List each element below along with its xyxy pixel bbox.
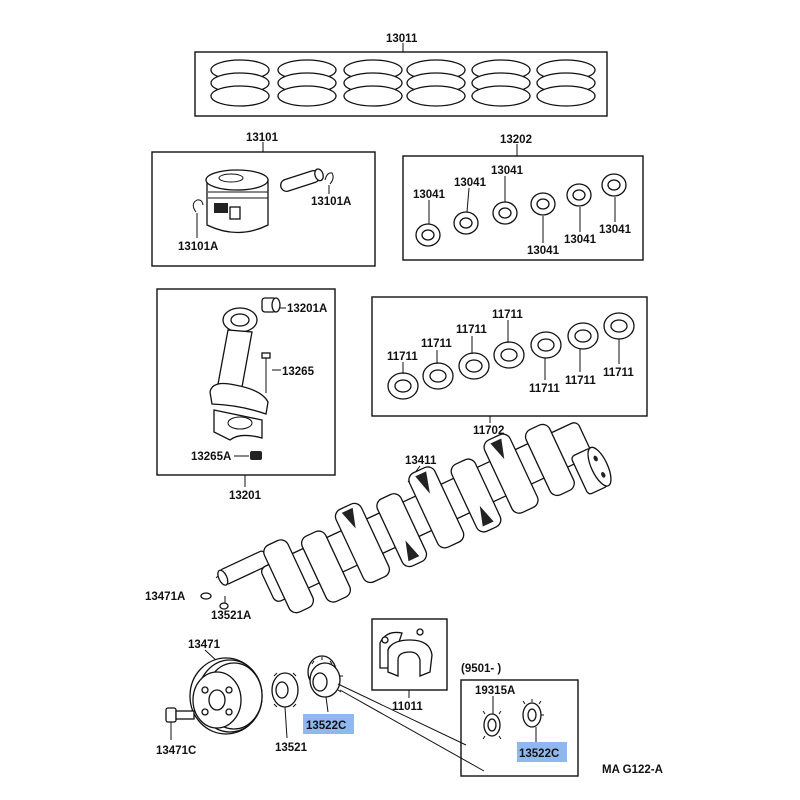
rod-cap <box>213 409 263 441</box>
timing-gear <box>271 672 299 739</box>
piston-body <box>206 179 269 234</box>
label-13202: 13202 <box>500 134 532 146</box>
bearing-13041-4 <box>530 192 556 216</box>
ring-group-4 <box>406 59 466 107</box>
label-11711-f: 11711 <box>565 375 596 387</box>
main-bearing-2 <box>422 362 454 390</box>
label-13521a: 13521A <box>211 610 251 622</box>
main-bearing-5 <box>530 331 562 359</box>
piston-crown <box>205 169 269 191</box>
highlight-13522c-main <box>303 714 354 734</box>
label-date-range: (9501- ) <box>461 663 501 675</box>
bearing-13041-3 <box>492 201 518 225</box>
gear-key <box>219 602 229 610</box>
main-bearing-4 <box>493 341 525 369</box>
label-13201a: 13201A <box>287 303 327 315</box>
label-11711-g: 11711 <box>603 367 634 379</box>
bearing-13041-6 <box>601 173 627 197</box>
label-13471c: 13471C <box>156 745 196 757</box>
bearing-13041-2 <box>453 211 479 235</box>
rod-nut <box>250 451 262 460</box>
snap-ring-left <box>192 199 204 213</box>
label-11711-b: 11711 <box>421 338 452 350</box>
piston-box <box>151 142 376 267</box>
rod-big-end <box>209 382 269 415</box>
inset-box <box>460 679 579 777</box>
snap-ring-right <box>324 172 334 185</box>
pulley-bolt <box>165 707 195 723</box>
crankshaft-pulley <box>165 649 263 740</box>
rod-bolt <box>261 352 271 393</box>
label-13201: 13201 <box>229 490 262 502</box>
thrust-washer-box <box>371 618 448 698</box>
label-13041-d: 13041 <box>527 245 560 257</box>
crankshaft <box>200 422 612 614</box>
label-13471: 13471 <box>188 639 221 651</box>
gear-13522c-main <box>307 655 485 772</box>
main-bearing-1 <box>387 372 419 400</box>
label-13041-a: 13041 <box>413 189 446 201</box>
label-11711-d: 11711 <box>492 309 523 321</box>
label-13265a: 13265A <box>191 451 231 463</box>
pulley-key <box>200 592 212 600</box>
label-11702: 11702 <box>473 425 504 437</box>
label-13041-e: 13041 <box>564 234 597 246</box>
main-bearing-6 <box>567 322 599 350</box>
connecting-rod-box <box>156 288 336 487</box>
ring-group-3 <box>343 59 403 107</box>
label-13265: 13265 <box>282 366 315 378</box>
label-11711-c: 11711 <box>456 324 487 336</box>
label-13521: 13521 <box>275 742 308 754</box>
diagram-code: MA G122-A <box>602 764 663 776</box>
label-13101: 13101 <box>246 132 279 144</box>
main-bearing-7 <box>603 312 635 340</box>
label-11711-e: 11711 <box>529 383 560 395</box>
ring-group-1 <box>210 59 270 107</box>
label-13411: 13411 <box>405 455 437 467</box>
ring-group-2 <box>277 59 337 107</box>
label-13041-f: 13041 <box>599 224 632 236</box>
label-19315a: 19315A <box>475 685 515 697</box>
ring-group-5 <box>471 59 531 107</box>
bearing-13041-5 <box>566 183 592 207</box>
label-13011: 13011 <box>386 33 418 45</box>
label-13522c-main[interactable]: 13522C <box>306 720 346 732</box>
label-13041-c: 13041 <box>491 165 524 177</box>
rod-bushing <box>261 297 281 313</box>
piston-pin <box>280 168 324 192</box>
label-13522c-inset[interactable]: 13522C <box>519 748 559 760</box>
label-11711-a: 11711 <box>387 351 418 363</box>
label-13471a: 13471A <box>145 591 185 603</box>
washer-right <box>387 639 433 677</box>
main-bearing-3 <box>458 352 490 380</box>
label-11011: 11011 <box>392 701 423 713</box>
rod-bearing-box <box>402 144 644 261</box>
label-13101a-right: 13101A <box>311 196 351 208</box>
highlight-13522c-inset <box>517 742 567 762</box>
label-13041-b: 13041 <box>454 177 487 189</box>
piston-ring-set <box>194 43 608 117</box>
inset-gear-13522c <box>522 699 544 728</box>
inset-part-19315a <box>482 710 502 740</box>
bearing-13041-1 <box>415 223 441 247</box>
main-bearing-box <box>371 296 648 423</box>
label-13101a-left: 13101A <box>178 241 218 253</box>
ring-group-6 <box>536 59 596 107</box>
